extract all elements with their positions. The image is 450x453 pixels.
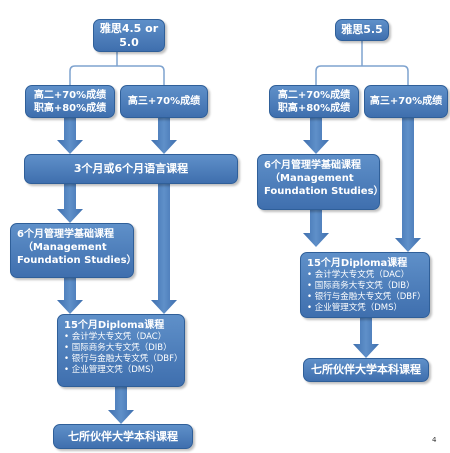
arrow-right-a-to-foundation <box>303 118 329 154</box>
right-foundation-line-2: （Management <box>270 173 354 184</box>
right-branch-b-label: 高三+70%成绩 <box>369 96 443 107</box>
left-branch-a-line-2: 职高+80%成绩 <box>33 102 107 114</box>
right-final-label: 七所伙伴大学本科课程 <box>311 363 421 376</box>
arrow-foundation-to-diploma-right <box>303 210 329 247</box>
right-diploma-item-dib: • 国际商务大专文凭（DIB） <box>307 281 415 291</box>
left-diploma-title: 15个月Diploma课程 <box>64 320 165 331</box>
right-foundation-line-1: 6个月管理学基础课程 <box>264 160 361 171</box>
left-foundation-line-3: Foundation Studies） <box>17 255 137 266</box>
right-diploma-item-dac: • 会计学大专文凭（DAC） <box>307 270 410 280</box>
left-ielts-label: 雅思4.5 or 5.0 <box>99 21 159 49</box>
left-diploma-item-dib: • 国际商务大专文凭（DIB） <box>64 343 172 353</box>
arrow-left-a-to-language <box>57 118 83 154</box>
right-ielts-label: 雅思5.5 <box>341 23 383 36</box>
left-diploma-box: 15个月Diploma课程 • 会计学大专文凭（DAC） • 国际商务大专文凭（… <box>57 314 185 387</box>
left-final-box: 七所伙伴大学本科课程 <box>53 424 193 449</box>
left-ielts-box: 雅思4.5 or 5.0 <box>93 19 165 52</box>
right-branch-a-box: 高二+70%成绩 职高+80%成绩 <box>269 85 359 118</box>
right-final-box: 七所伙伴大学本科课程 <box>303 358 429 382</box>
language-course-label: 3个月或6个月语言课程 <box>73 162 189 175</box>
arrow-right-b-to-diploma <box>395 118 421 252</box>
right-connector <box>315 41 409 85</box>
arrow-foundation-to-diploma <box>57 278 83 314</box>
arrow-language-to-diploma <box>151 184 177 314</box>
right-diploma-title: 15个月Diploma课程 <box>307 258 408 269</box>
right-foundation-line-3: Foundation Studies） <box>264 186 384 197</box>
right-diploma-box: 15个月Diploma课程 • 会计学大专文凭（DAC） • 国际商务大专文凭（… <box>300 252 430 318</box>
right-branch-a-line-2: 职高+80%成绩 <box>277 102 351 114</box>
left-branch-b-box: 高三+70%成绩 <box>120 85 208 118</box>
right-foundation-box: 6个月管理学基础课程 （Management Foundation Studie… <box>257 154 384 210</box>
left-branch-b-label: 高三+70%成绩 <box>127 96 201 107</box>
right-diploma-item-dms: • 企业管理文凭（DMS） <box>307 303 402 313</box>
left-final-label: 七所伙伴大学本科课程 <box>68 429 178 443</box>
arrow-left-b-to-language <box>151 118 177 154</box>
left-foundation-line-1: 6个月管理学基础课程 <box>17 229 114 240</box>
right-branch-a-line-1: 高二+70%成绩 <box>277 89 351 101</box>
arrow-diploma-to-final-left <box>108 387 134 424</box>
right-diploma-item-dbf: • 银行与金融大专文凭（DBF） <box>307 292 426 302</box>
arrow-language-to-foundation <box>57 184 83 223</box>
left-branch-a-line-1: 高二+70%成绩 <box>33 89 107 101</box>
left-diploma-item-dac: • 会计学大专文凭（DAC） <box>64 332 167 342</box>
left-foundation-box: 6个月管理学基础课程 （Management Foundation Studie… <box>10 223 137 278</box>
language-course-box: 3个月或6个月语言课程 <box>24 154 238 184</box>
left-foundation-line-2: （Management <box>23 242 107 253</box>
right-branch-b-box: 高三+70%成绩 <box>364 85 448 118</box>
left-diploma-item-dbf: • 银行与金融大专文凭（DBF） <box>64 354 183 364</box>
left-diploma-item-dms: • 企业管理文凭（DMS） <box>64 365 159 375</box>
arrow-diploma-to-final-right <box>353 318 379 358</box>
page-number: 4 <box>432 436 437 444</box>
left-connector <box>69 52 165 85</box>
left-branch-a-box: 高二+70%成绩 职高+80%成绩 <box>25 85 115 118</box>
right-ielts-box: 雅思5.5 <box>335 19 389 41</box>
